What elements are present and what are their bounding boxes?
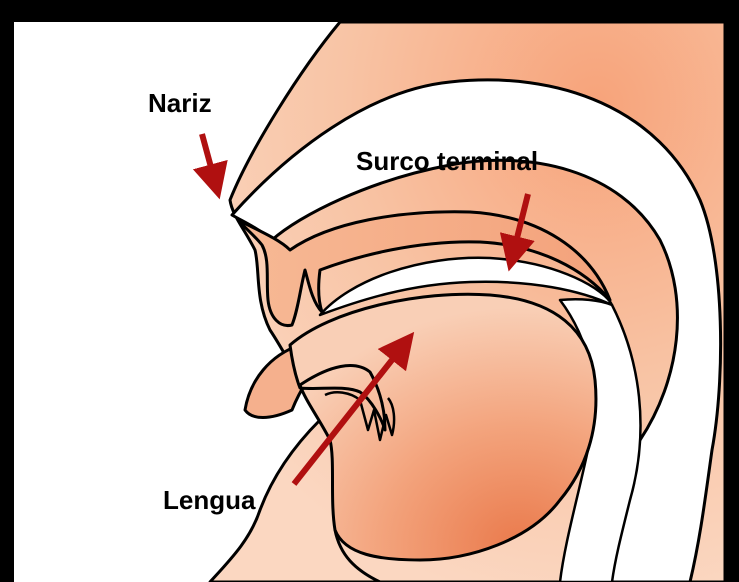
label-surco-terminal: Surco terminal: [356, 146, 538, 177]
label-nariz: Nariz: [148, 88, 212, 119]
label-lengua: Lengua: [163, 485, 255, 516]
